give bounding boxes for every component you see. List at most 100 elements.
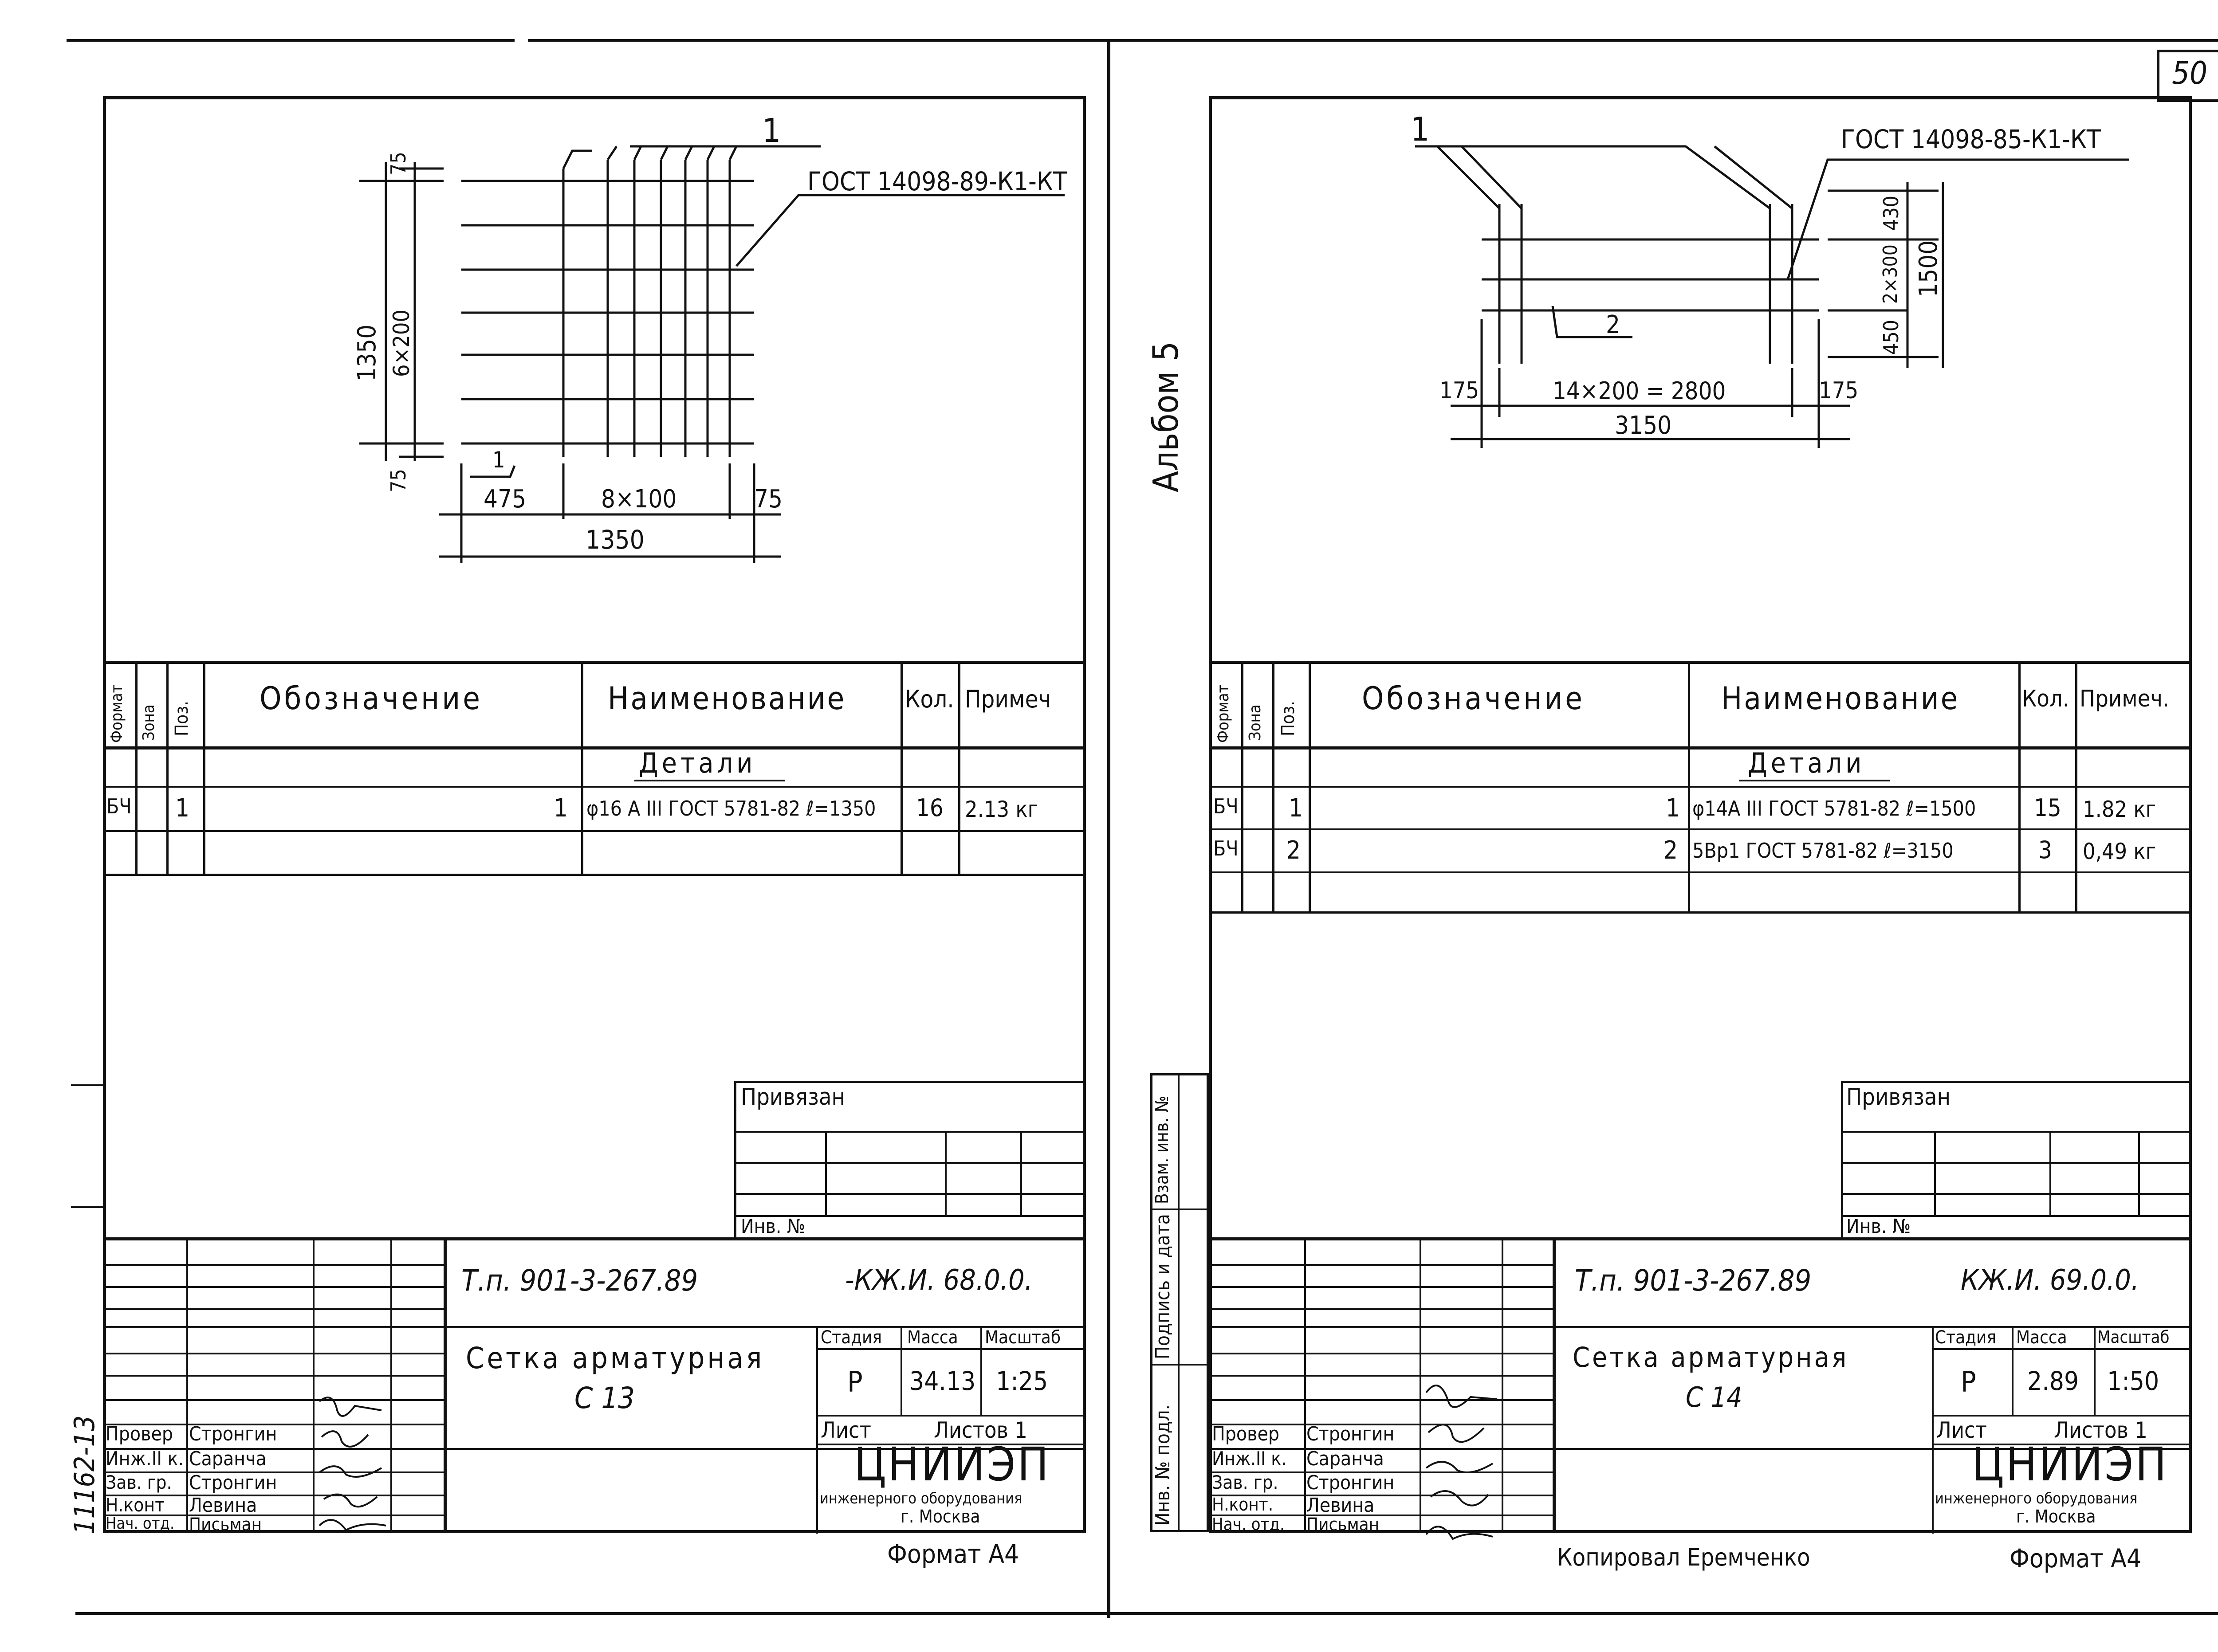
c13-role-4-name: Левина	[189, 1494, 257, 1517]
c13-dim-width-total: 1350	[586, 525, 645, 555]
c14-tb-row-2	[1209, 1286, 1553, 1288]
c14-stage-col-2	[2012, 1326, 2014, 1415]
side-stamp-inv-podl: Инв. № подл.	[1152, 1404, 1174, 1526]
c14-tb-row-7	[1209, 1399, 1553, 1401]
c13-privyazan-sep-1	[734, 1131, 1086, 1133]
c13-tb-row-11	[103, 1495, 444, 1496]
c13-org-main: ЦНИИЭП	[854, 1437, 1050, 1491]
left-margin-tick-1	[71, 1084, 104, 1086]
c14-row-sep-1	[1209, 786, 2192, 788]
c14-format: Формат А4	[2010, 1543, 2142, 1574]
c14-pos2-label: 2	[1606, 310, 1620, 339]
c14-signatures	[1425, 1385, 1498, 1540]
left-handwritten-number: 11162-13	[68, 1415, 101, 1535]
c13-scale-label: Масштаб	[985, 1327, 1061, 1348]
c14-row2-format: БЧ	[1213, 836, 1239, 860]
c13-tb-divider-main	[444, 1237, 447, 1533]
c13-stage-col-1	[816, 1326, 818, 1534]
c14-stage-label: Стадия	[1935, 1327, 1997, 1348]
c14-stage-sep-3	[1932, 1444, 2192, 1445]
c14-row2-designation: 2	[1664, 836, 1678, 865]
c13-tb-row-10	[103, 1471, 444, 1473]
c14-tb-col-1	[1304, 1237, 1306, 1533]
c14-stage: Р	[1961, 1366, 1976, 1399]
c14-hdr-format: Формат	[1214, 684, 1232, 743]
c14-tb-row-12	[1209, 1515, 1553, 1516]
c13-hdr-note: Примеч	[965, 685, 1051, 713]
c14-role-4: Н.конт.	[1212, 1495, 1274, 1515]
c14-tb-row-11	[1209, 1495, 1553, 1496]
c14-stage-sep-1	[1932, 1348, 2192, 1350]
c14-tb-col-2	[1420, 1237, 1421, 1533]
c13-privyazan-sep-3	[734, 1193, 1086, 1195]
c13-stage-sep-3	[816, 1444, 1086, 1445]
side-stamp-column	[1150, 1073, 1209, 1532]
c13-mass-label: Масса	[907, 1327, 958, 1348]
c14-col-designation	[1309, 661, 1311, 914]
c13-col-qty	[901, 661, 903, 876]
c14-tb-row-8	[1209, 1424, 1553, 1425]
c14-tb-row-10	[1209, 1471, 1553, 1473]
c13-dim-left-offset: 475	[484, 485, 527, 514]
c14-role-5: Нач. отд.	[1212, 1515, 1285, 1534]
c13-dim-right-offset: 75	[754, 485, 783, 514]
c13-hdr-format: Формат	[108, 684, 126, 743]
side-stamp-vzam-inv: Взам. инв. №	[1152, 1095, 1172, 1204]
c14-privyazan-col-2	[2049, 1131, 2051, 1215]
c14-tb-row-4	[1209, 1326, 2192, 1328]
c14-col-qty	[2018, 661, 2021, 914]
c14-row1-format: БЧ	[1213, 794, 1239, 818]
c13-role-2: Инж.II к.	[106, 1448, 184, 1470]
c13-stage: Р	[847, 1366, 863, 1399]
c13-dim-small-pos: 1	[492, 447, 505, 473]
c13-doc-code: -КЖ.И. 68.0.0.	[845, 1264, 1033, 1297]
c13-tb-col-3	[390, 1237, 392, 1533]
c14-dim-total: 3150	[1615, 411, 1672, 440]
c14-tb-row-9	[1209, 1448, 2192, 1450]
c13-table-top	[103, 661, 1086, 664]
c14-row1-name: φ14А III ГОСТ 5781-82 ℓ=1500	[1692, 797, 1976, 820]
c14-stage-sep-2	[1932, 1415, 2192, 1417]
page-number: 50	[2172, 55, 2208, 91]
c14-hdr-name: Наименование	[1721, 680, 1960, 717]
c14-dim-v-total: 1500	[1914, 240, 1943, 297]
c14-org-main: ЦНИИЭП	[1972, 1437, 2168, 1491]
c13-tb-row-12	[103, 1515, 444, 1516]
c13-privyazan-sep-4	[734, 1215, 1086, 1217]
c14-privyazan-col-3	[2138, 1131, 2140, 1215]
c14-tb-row-1	[1209, 1264, 1553, 1266]
c14-role-2-name: Саранча	[1306, 1448, 1384, 1470]
c14-row2-qty: 3	[2038, 836, 2052, 864]
c13-gost-label: ГОСТ 14098-89-К1-КТ	[807, 166, 1067, 196]
c13-stage-label: Стадия	[821, 1327, 882, 1348]
c14-stage-col-3	[2094, 1326, 2096, 1415]
c13-role-3-name: Стронгин	[189, 1471, 277, 1494]
c14-pos-label: 1	[1411, 110, 1430, 149]
c13-row1-name: φ16 А III ГОСТ 5781-82 ℓ=1350	[586, 797, 876, 820]
top-edge-line-right	[528, 39, 2218, 42]
c13-format: Формат А4	[887, 1539, 1019, 1569]
c13-stage-col-2	[901, 1326, 902, 1415]
c13-tb-col-2	[313, 1237, 315, 1533]
c13-mass: 34.13	[909, 1366, 976, 1396]
c13-inv-no: Инв. №	[741, 1215, 806, 1238]
c13-role-5-name: Письман	[189, 1515, 262, 1535]
side-stamp-sep-2	[1150, 1364, 1209, 1366]
c14-role-3-name: Стронгин	[1306, 1471, 1395, 1494]
c14-tb-row-6	[1209, 1375, 1553, 1377]
c14-titleblock-top	[1209, 1237, 2192, 1240]
c13-row1-pos: 1	[175, 794, 190, 823]
c13-col-name	[581, 661, 583, 876]
sheet-divider	[1107, 39, 1110, 1618]
c14-hdr-designation: Обозначение	[1362, 680, 1585, 717]
c13-tb-row-3	[103, 1308, 444, 1310]
c14-scale: 1:50	[2107, 1366, 2159, 1396]
c14-row2-pos: 2	[1286, 836, 1301, 865]
c13-hdr-zone: Зона	[140, 704, 158, 741]
c13-scale: 1:25	[996, 1366, 1048, 1396]
c14-org-city: г. Москва	[2016, 1507, 2096, 1527]
c13-col-designation	[203, 661, 205, 876]
c14-dim-v-mid: 2×300	[1879, 244, 1902, 304]
c13-tb-row-2	[103, 1286, 444, 1288]
